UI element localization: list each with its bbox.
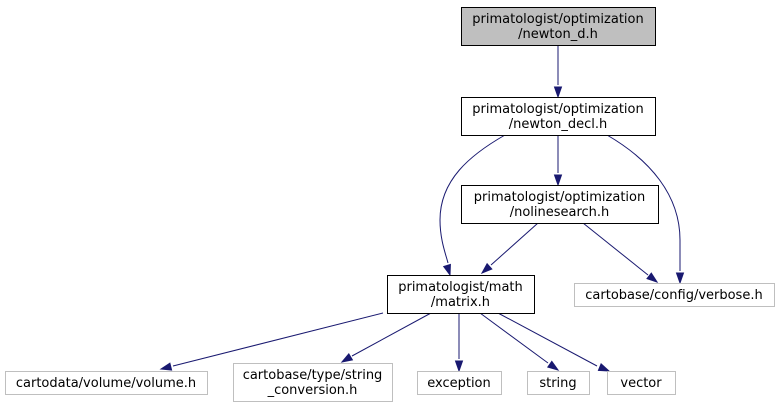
edge-n3-n5 <box>159 312 384 371</box>
node-box <box>387 275 535 314</box>
node-label-line: /newton_d.h <box>518 27 598 42</box>
edge-n2-n3 <box>480 222 539 274</box>
arrowhead-icon <box>159 362 173 371</box>
arrowhead-icon <box>675 272 685 285</box>
edge-n1-n2 <box>553 135 563 187</box>
node-label-line: primatologist/optimization <box>472 102 643 117</box>
arrowhead-icon <box>442 263 451 277</box>
node-label-line: cartobase/type/string <box>243 368 383 383</box>
node-label-line: /matrix.h <box>431 295 490 310</box>
node-label-line: _conversion.h <box>267 383 358 398</box>
edge-n1-n3 <box>439 134 506 277</box>
node-label-line: cartodata/volume/volume.h <box>16 376 196 391</box>
node-label-line: primatologist/optimization <box>472 12 643 27</box>
node-n6: cartobase/type/string_conversion.h <box>233 363 393 402</box>
arrowhead-icon <box>454 360 464 373</box>
edges-layer <box>159 45 685 373</box>
node-box <box>461 97 656 136</box>
node-label-line: cartobase/config/verbose.h <box>585 288 762 303</box>
edge-line <box>479 312 549 364</box>
edge-n3-n8 <box>479 312 560 371</box>
node-label-line: string <box>539 376 576 391</box>
arrowhead-icon <box>646 272 659 283</box>
node-label-line: primatologist/math <box>398 280 523 295</box>
node-n8: string <box>527 371 590 395</box>
node-label-line: vector <box>620 376 662 391</box>
node-n5: cartodata/volume/volume.h <box>5 371 208 395</box>
edge-line <box>439 134 506 264</box>
edge-line <box>172 312 384 367</box>
node-box <box>461 7 656 46</box>
node-n7: exception <box>417 371 502 395</box>
node-n9: vector <box>607 371 676 395</box>
edge-n0-n1 <box>553 45 563 99</box>
edge-n3-n6 <box>340 312 432 363</box>
edge-n1-n4 <box>606 134 685 285</box>
node-box <box>574 283 775 307</box>
edge-line <box>351 312 432 357</box>
node-n4: cartobase/config/verbose.h <box>574 283 775 307</box>
arrowhead-icon <box>553 174 563 187</box>
node-box <box>417 371 502 395</box>
node-label-line: /newton_decl.h <box>509 117 607 132</box>
arrowhead-icon <box>480 262 493 274</box>
edge-line <box>606 134 681 271</box>
edge-n2-n4 <box>582 222 659 283</box>
node-box <box>607 371 676 395</box>
node-n3[interactable]: primatologist/math/matrix.h <box>387 275 535 314</box>
arrowhead-icon <box>340 353 354 363</box>
node-label-line: primatologist/optimization <box>474 190 645 205</box>
node-n2[interactable]: primatologist/optimization/nolinesearch.… <box>461 185 659 224</box>
node-label-line: /nolinesearch.h <box>510 205 610 220</box>
node-box <box>5 371 208 395</box>
node-box <box>461 185 659 224</box>
node-box <box>233 363 393 402</box>
edge-n3-n9 <box>497 312 611 372</box>
arrowhead-icon <box>546 360 560 371</box>
edge-line <box>490 222 539 266</box>
arrowhead-icon <box>597 363 611 372</box>
edge-line <box>497 312 598 367</box>
node-n1[interactable]: primatologist/optimization/newton_decl.h <box>461 97 656 136</box>
edge-n3-n7 <box>454 313 464 373</box>
node-box <box>527 371 590 395</box>
node-n0[interactable]: primatologist/optimization/newton_d.h <box>461 7 656 46</box>
arrowhead-icon <box>553 86 563 99</box>
node-label-line: exception <box>427 376 491 391</box>
edge-line <box>582 222 649 276</box>
nodes-layer: primatologist/optimization/newton_d.hpri… <box>5 7 775 402</box>
